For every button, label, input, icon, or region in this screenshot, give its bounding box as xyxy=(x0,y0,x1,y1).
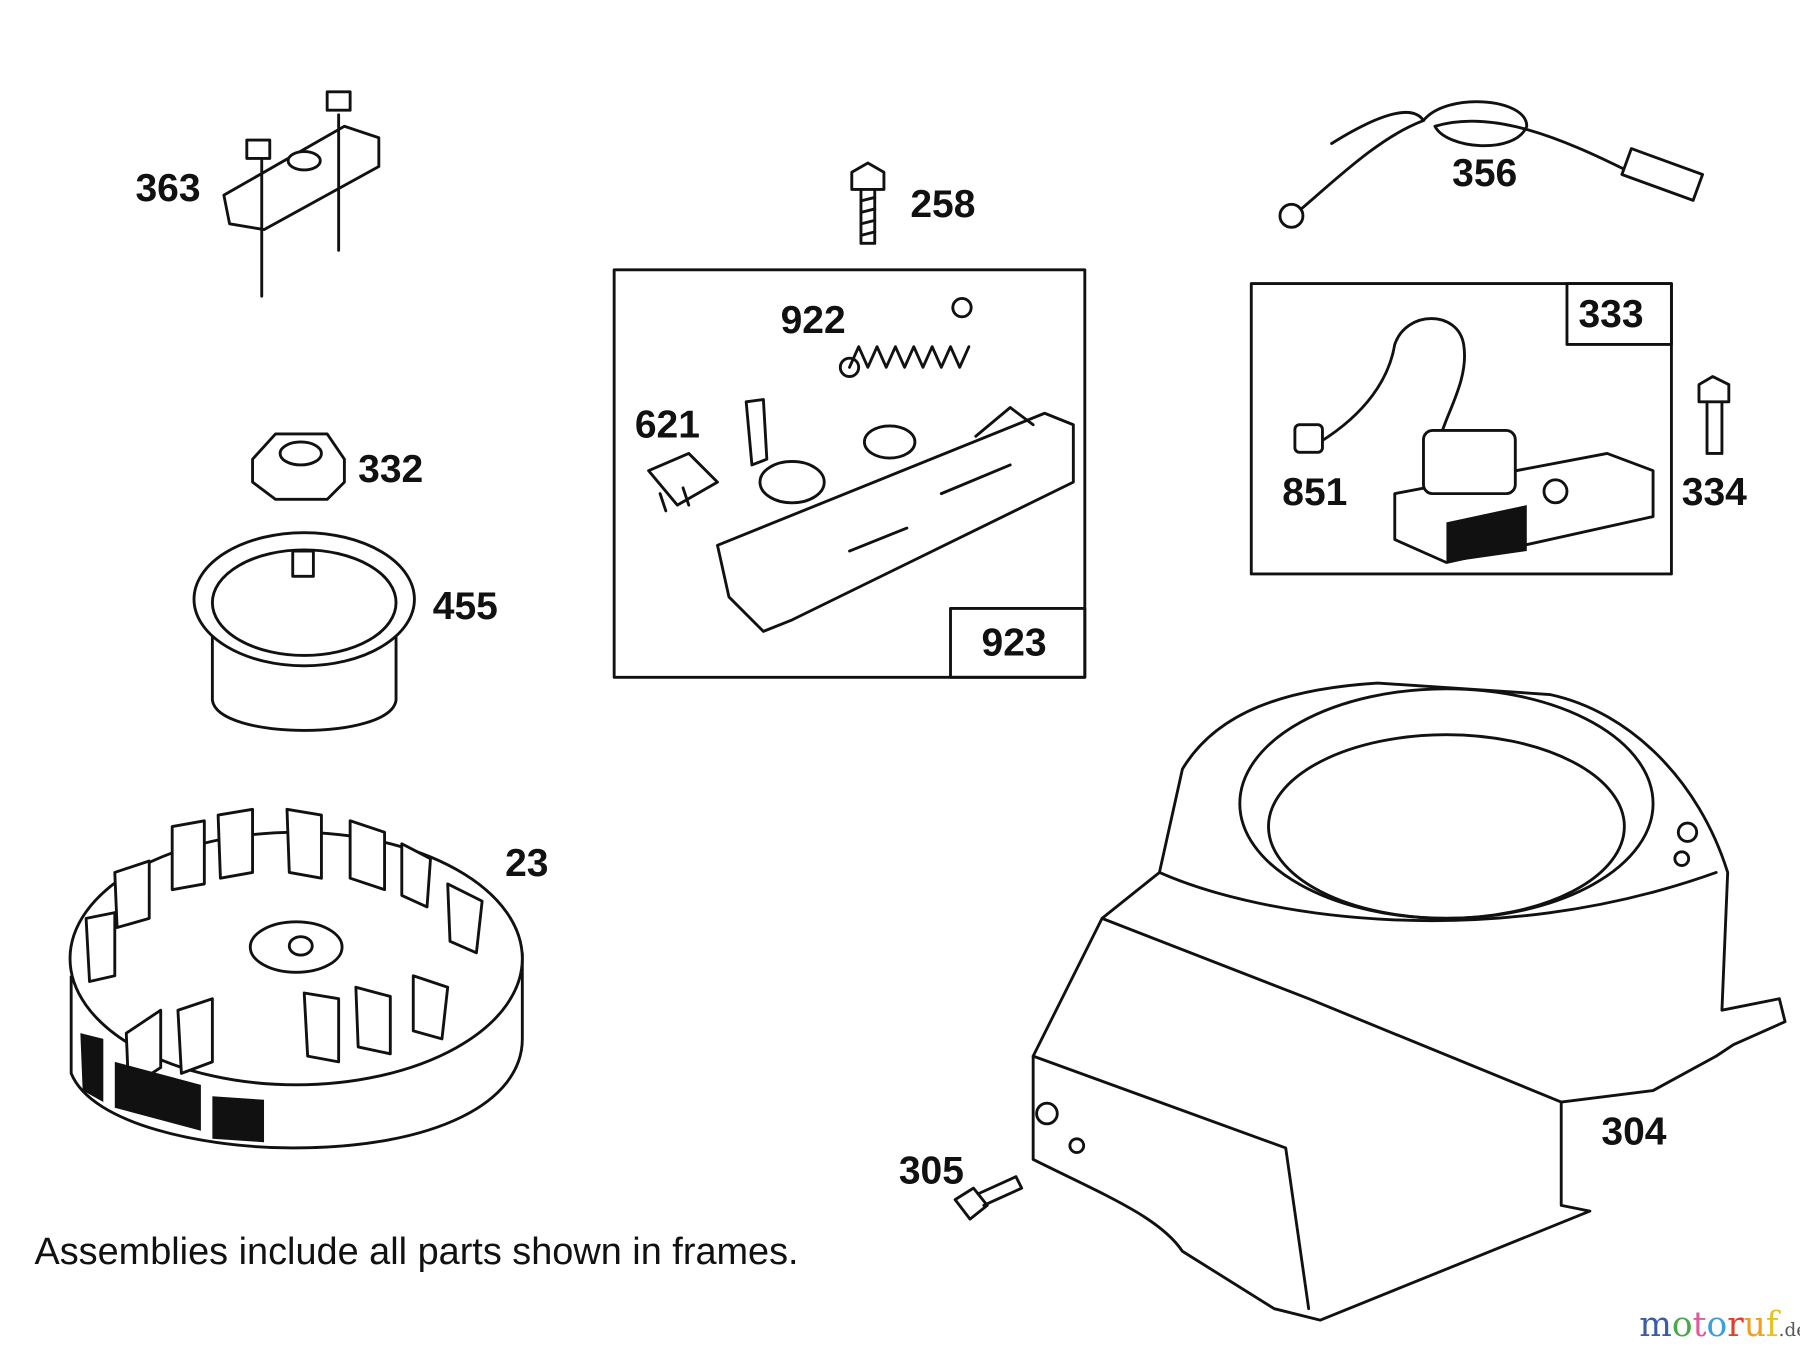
label-23: 23 xyxy=(505,842,548,885)
label-356: 356 xyxy=(1452,152,1517,195)
label-363: 363 xyxy=(135,167,200,210)
caption: Assemblies include all parts shown in fr… xyxy=(34,1231,798,1273)
label-621: 621 xyxy=(635,403,700,446)
label-333: 333 xyxy=(1578,293,1643,336)
part-356-ground-wire xyxy=(1278,100,1704,229)
label-455: 455 xyxy=(433,585,498,628)
frame-923-label-box xyxy=(949,606,1087,679)
label-334: 334 xyxy=(1682,471,1747,514)
label-851: 851 xyxy=(1282,471,1347,514)
part-621-governor-link xyxy=(647,452,719,513)
label-258: 258 xyxy=(910,183,975,226)
frame-333-label-box xyxy=(1565,282,1673,346)
part-334-screw xyxy=(1697,375,1731,455)
part-333-ignition-armature xyxy=(1318,317,1655,564)
label-305: 305 xyxy=(899,1150,964,1193)
part-258-bolt xyxy=(850,161,886,245)
part-851-terminal xyxy=(1293,423,1324,454)
part-363-puller-bracket xyxy=(222,90,381,298)
label-304: 304 xyxy=(1601,1111,1666,1154)
label-332: 332 xyxy=(358,448,423,491)
label-923: 923 xyxy=(982,621,1047,664)
part-governor-control-plate xyxy=(716,398,1075,633)
part-922-spring xyxy=(838,297,973,378)
svg-text:motoruf.de: motoruf.de xyxy=(1639,1305,1800,1345)
motoruf-watermark-logo: motoruf.de xyxy=(1639,1305,1800,1345)
part-455-starter-cup xyxy=(192,531,416,732)
frame-333 xyxy=(1249,282,1673,576)
part-332-nut xyxy=(251,432,346,501)
frame-923 xyxy=(612,268,1087,679)
part-23-flywheel xyxy=(68,807,524,1150)
part-305-screw xyxy=(953,1175,1024,1221)
label-922: 922 xyxy=(781,299,846,342)
part-304-blower-housing xyxy=(1031,681,1787,1322)
